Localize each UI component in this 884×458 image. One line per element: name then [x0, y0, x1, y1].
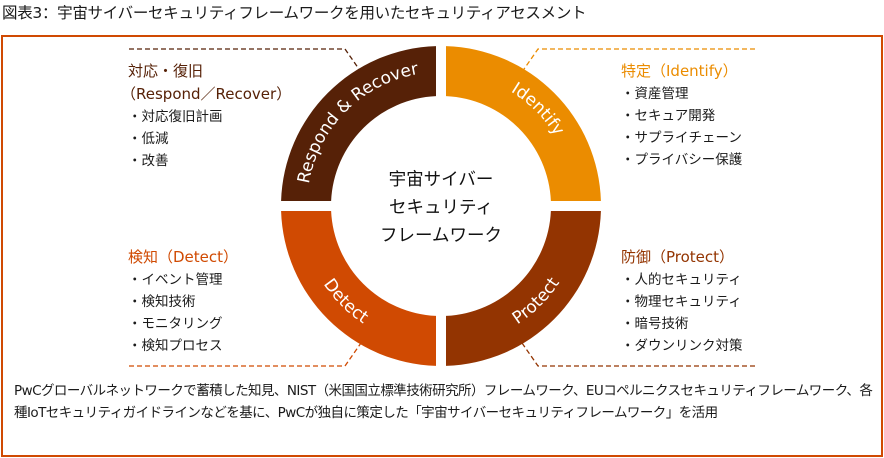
leader-line-identify	[521, 48, 755, 73]
ring-segment-detect	[281, 211, 436, 366]
respond-recover-item: ・改善	[128, 153, 169, 169]
center-line-3: フレームワーク	[380, 226, 502, 246]
center-label: 宇宙サイバー セキュリティ フレームワーク	[361, 166, 521, 250]
protect-item: ・物理セキュリティ	[621, 294, 742, 310]
figure-title: 図表3：宇宙サイバーセキュリティフレームワークを用いたセキュリティアセスメント	[2, 4, 587, 22]
identify-item: ・資産管理	[621, 86, 689, 102]
leader-line-protect	[521, 342, 755, 367]
ring-segment-identify	[446, 46, 601, 202]
respond-recover-item: ・低減	[128, 131, 169, 147]
ring-segment-respond-recover	[281, 46, 436, 202]
footer-description: PwCグローバルネットワークで蓄積した知見、NIST（米国国立標準技術研究所）フ…	[14, 383, 873, 421]
protect-item: ・暗号技術	[621, 316, 689, 332]
identify-block: 特定（Identify） ・資産管理 ・セキュア開発 ・サプライチェーン ・プラ…	[621, 60, 742, 171]
protect-item: ・人的セキュリティ	[621, 272, 742, 288]
respond-recover-item: ・対応復旧計画	[128, 109, 223, 125]
center-line-2: セキュリティ	[389, 198, 493, 218]
identify-heading: 特定（Identify）	[621, 62, 738, 80]
diagram-frame	[1, 35, 883, 457]
respond-recover-heading-1: 対応・復旧	[128, 62, 204, 80]
identify-item: ・サプライチェーン	[621, 130, 742, 146]
protect-block: 防御（Protect） ・人的セキュリティ ・物理セキュリティ ・暗号技術 ・ダ…	[621, 246, 743, 357]
detect-item: ・検知プロセス	[128, 338, 223, 354]
protect-item: ・ダウンリンク対策	[621, 338, 743, 354]
leader-line-respond-recover	[129, 48, 362, 73]
respond-recover-block: 対応・復旧 （Respond／Recover） ・対応復旧計画 ・低減 ・改善	[121, 60, 291, 172]
identify-item: ・セキュア開発	[621, 108, 716, 124]
protect-heading: 防御（Protect）	[621, 248, 735, 266]
respond-recover-heading-2: （Respond／Recover）	[121, 85, 292, 103]
center-line-1: 宇宙サイバー	[388, 170, 494, 190]
identify-item: ・プライバシー保護	[621, 152, 743, 168]
leader-line-detect	[129, 342, 362, 367]
detect-block: 検知（Detect） ・イベント管理 ・検知技術 ・モニタリング ・検知プロセス	[128, 246, 238, 357]
detect-item: ・モニタリング	[128, 316, 223, 332]
ring-segment-protect	[446, 211, 601, 366]
detect-item: ・検知技術	[128, 294, 196, 310]
detect-heading: 検知（Detect）	[128, 248, 239, 266]
detect-item: ・イベント管理	[128, 272, 223, 288]
